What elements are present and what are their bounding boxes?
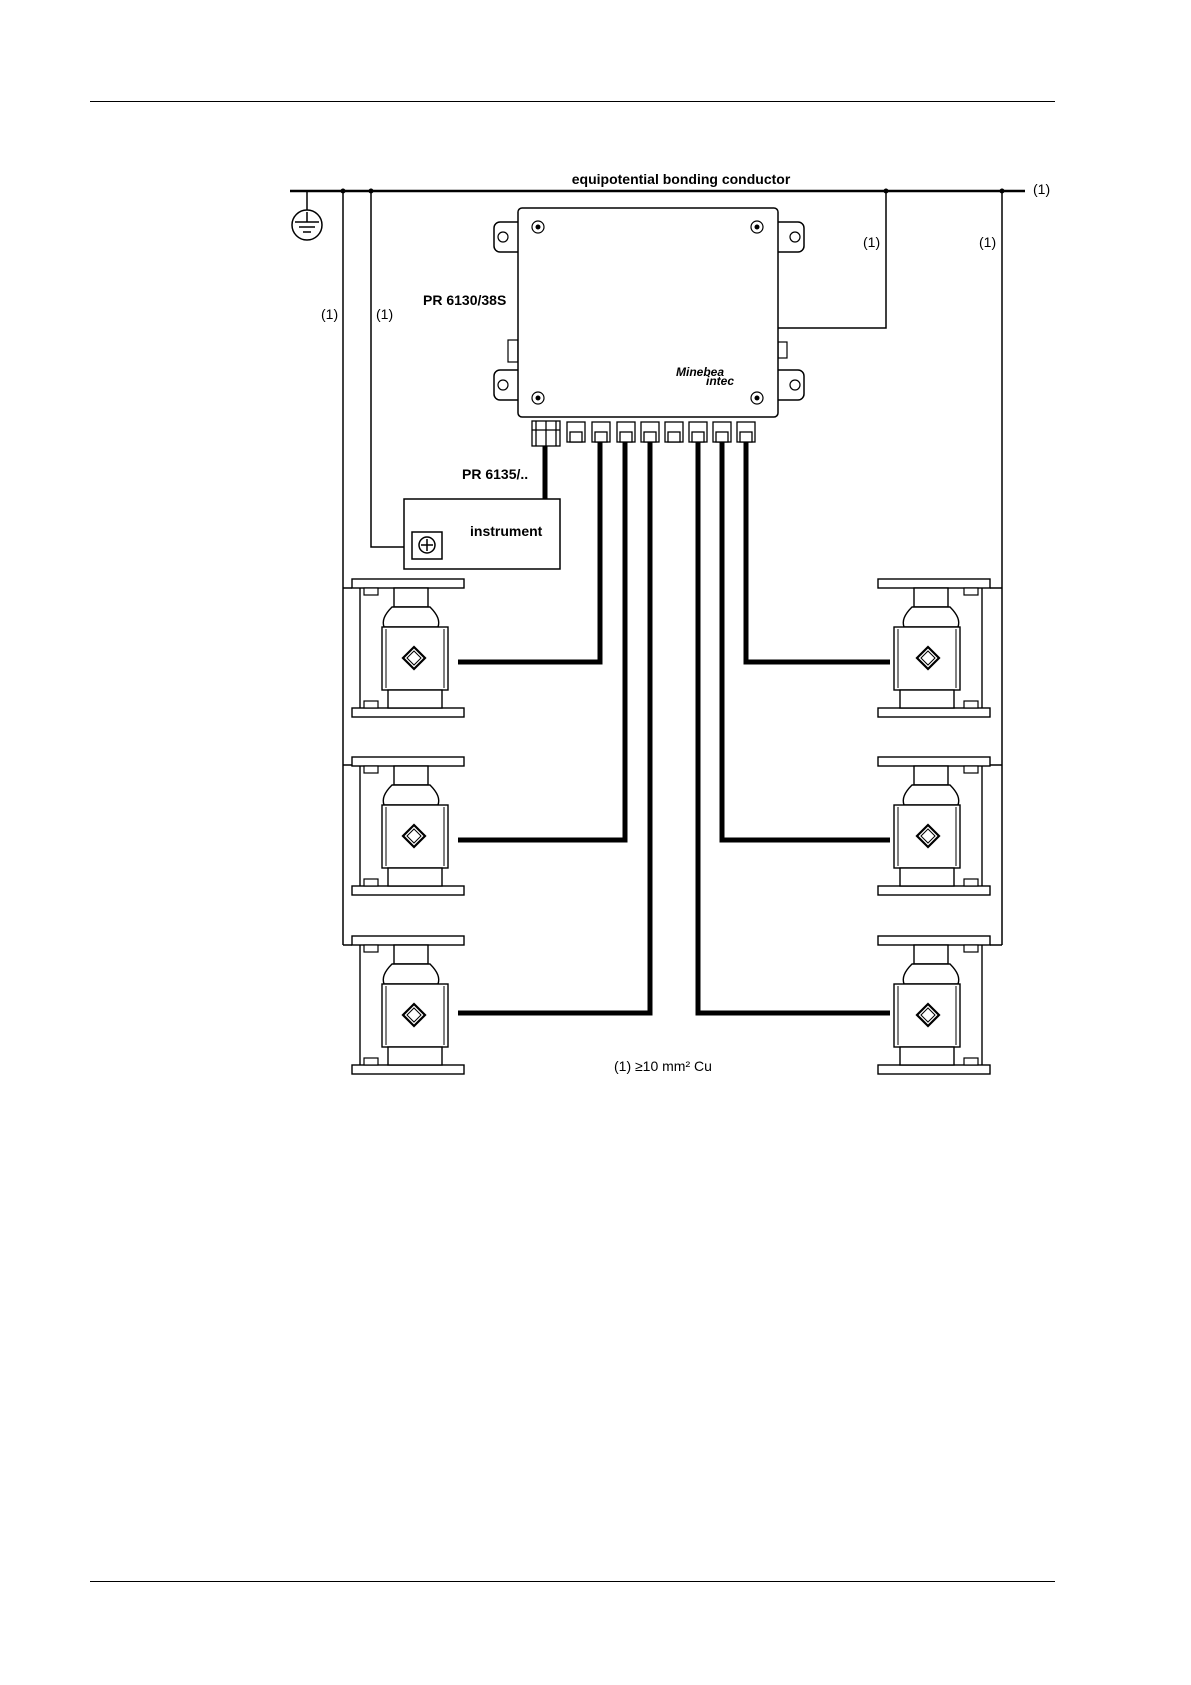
load-cell-left-2 bbox=[352, 757, 464, 895]
right-frame-bonding bbox=[990, 588, 1002, 945]
load-cell-right-1 bbox=[878, 579, 990, 717]
load-cell-left-1 bbox=[352, 579, 464, 717]
junction-box bbox=[494, 208, 804, 417]
cond-label-left: (1) bbox=[321, 306, 338, 322]
cable-label: PR 6135/.. bbox=[462, 466, 528, 482]
cond-label-right: (1) bbox=[979, 234, 996, 250]
load-cell-left-3 bbox=[352, 936, 464, 1074]
terminal-screw-icon bbox=[412, 532, 442, 559]
conductor-note: (1) ≥10 mm² Cu bbox=[614, 1058, 712, 1074]
bus-label: equipotential bonding conductor bbox=[572, 171, 791, 187]
instrument-label: instrument bbox=[470, 523, 543, 539]
ground-symbol-icon bbox=[292, 191, 322, 240]
bonding-conductor-instrument bbox=[371, 191, 412, 547]
junction-box-label: PR 6130/38S bbox=[423, 292, 506, 308]
svg-text:intec: intec bbox=[706, 374, 734, 388]
cond-label-junction-box: (1) bbox=[863, 234, 880, 250]
load-cell-right-3 bbox=[878, 936, 990, 1074]
bus-end-label: (1) bbox=[1033, 181, 1050, 197]
left-frame-bonding bbox=[343, 588, 352, 945]
load-cell-right-2 bbox=[878, 757, 990, 895]
bonding-conductor-junction-box bbox=[778, 191, 886, 328]
cond-label-instrument: (1) bbox=[376, 306, 393, 322]
